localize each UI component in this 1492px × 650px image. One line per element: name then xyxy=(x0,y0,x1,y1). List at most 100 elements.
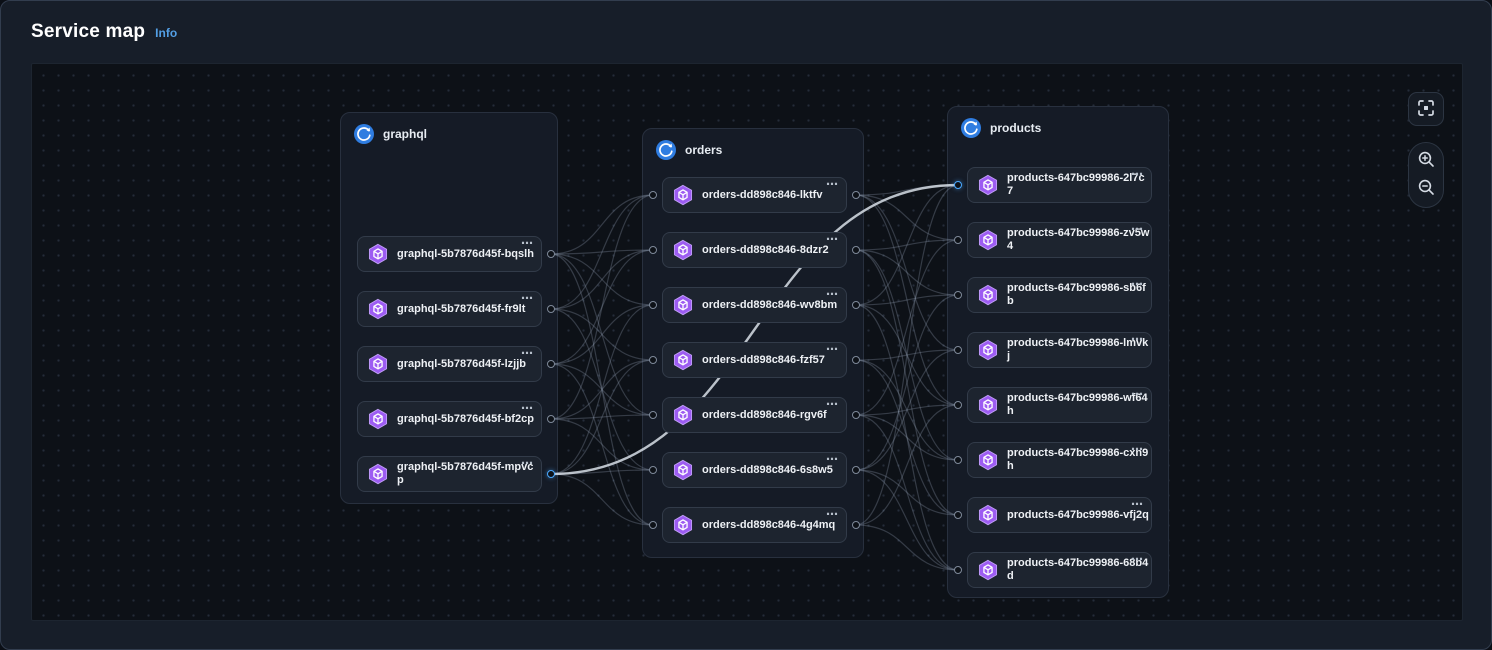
node-label: orders-dd898c846-fzf57 xyxy=(702,354,825,367)
pod-icon xyxy=(977,394,999,416)
pod-icon xyxy=(672,184,694,206)
node-port-right xyxy=(852,356,860,364)
service-node-o0[interactable]: orders-dd898c846-lktfv ⋯ xyxy=(649,177,860,213)
zoom-out-button[interactable] xyxy=(1410,175,1442,203)
node-label-line2: 4 xyxy=(1007,240,1014,252)
node-port-left xyxy=(649,191,657,199)
node-menu-icon[interactable]: ⋯ xyxy=(521,456,534,470)
node-label: graphql-5b7876d45f-lzjjb xyxy=(397,358,526,371)
node-label-line1: orders-dd898c846-8dzr2 xyxy=(702,243,829,256)
node-port-left xyxy=(649,301,657,309)
node-menu-icon[interactable]: ⋯ xyxy=(521,291,534,305)
service-node-o6[interactable]: orders-dd898c846-4g4mq⋯ xyxy=(649,507,860,543)
node-label-line1: products-647bc99986-cxn9 xyxy=(1007,447,1149,460)
service-node-o1[interactable]: orders-dd898c846-8dzr2⋯ xyxy=(649,232,860,268)
node-menu-icon[interactable]: ⋯ xyxy=(1131,277,1144,291)
node-port-left xyxy=(649,246,657,254)
node-menu-icon[interactable]: ⋯ xyxy=(521,401,534,415)
node-menu-icon[interactable]: ⋯ xyxy=(826,232,839,246)
zoom-in-button[interactable] xyxy=(1410,147,1442,175)
service-icon xyxy=(655,139,677,161)
node-menu-icon[interactable]: ⋯ xyxy=(1131,497,1144,511)
node-menu-icon[interactable]: ⋯ xyxy=(826,287,839,301)
fit-view-button[interactable] xyxy=(1408,92,1444,126)
node-label-line2: j xyxy=(1007,350,1011,362)
node-menu-icon[interactable]: ⋯ xyxy=(1131,222,1144,236)
node-label-line1: orders-dd898c846-4g4mq xyxy=(702,518,836,531)
service-node-o4[interactable]: orders-dd898c846-rgv6f⋯ xyxy=(649,397,860,433)
node-menu-icon[interactable]: ⋯ xyxy=(826,507,839,521)
node-label-line2: h xyxy=(1007,405,1014,417)
node-port-right xyxy=(547,415,555,423)
pod-icon xyxy=(367,353,389,375)
pod-icon xyxy=(367,298,389,320)
node-port-left xyxy=(954,181,962,189)
node-menu-icon[interactable]: ⋯ xyxy=(521,346,534,360)
node-menu-icon[interactable]: ⋯ xyxy=(1131,167,1144,181)
node-port-left xyxy=(954,401,962,409)
group-label: graphql xyxy=(383,127,427,141)
node-label-line1: graphql-5b7876d45f-fr9lt xyxy=(397,302,526,315)
service-node-o3[interactable]: orders-dd898c846-fzf57⋯ xyxy=(649,342,860,378)
node-menu-icon[interactable]: ⋯ xyxy=(1131,387,1144,401)
page-title: Service map xyxy=(31,21,146,42)
node-label: orders-dd898c846-4g4mq xyxy=(702,519,835,532)
node-menu-icon[interactable]: ⋯ xyxy=(826,452,839,466)
service-node-o5[interactable]: orders-dd898c846-6s8w5⋯ xyxy=(649,452,860,488)
node-port-right xyxy=(852,246,860,254)
fit-view-icon xyxy=(1416,98,1436,121)
node-port-right xyxy=(547,305,555,313)
info-link[interactable]: Info xyxy=(155,26,178,40)
node-label-line2: d xyxy=(1007,570,1014,582)
node-port-left xyxy=(954,291,962,299)
node-port-right xyxy=(852,191,860,199)
node-menu-icon[interactable]: ⋯ xyxy=(521,236,534,250)
service-node-g2[interactable]: graphql-5b7876d45f-lzjjb⋯ xyxy=(357,346,555,382)
node-label-line1: orders-dd898c846-fzf57 xyxy=(702,353,825,366)
service-node-g1[interactable]: graphql-5b7876d45f-fr9lt⋯ xyxy=(357,291,555,327)
service-node-p6[interactable]: products-647bc99986-vfj2q⋯ xyxy=(954,497,1152,533)
pod-icon xyxy=(367,243,389,265)
node-label-line1: graphql-5b7876d45f-bf2cp xyxy=(397,412,534,425)
pod-icon xyxy=(977,284,999,306)
zoom-in-icon xyxy=(1417,150,1436,172)
service-node-g3[interactable]: graphql-5b7876d45f-bf2cp⋯ xyxy=(357,401,555,437)
node-port-left xyxy=(954,566,962,574)
node-port-right xyxy=(852,301,860,309)
node-label: graphql-5b7876d45f-bqslh xyxy=(397,248,534,261)
node-label: graphql-5b7876d45f-fr9lt xyxy=(397,303,525,316)
node-label: orders-dd898c846-wv8bm xyxy=(702,299,837,312)
pod-icon xyxy=(672,459,694,481)
node-menu-icon[interactable]: ⋯ xyxy=(826,177,839,191)
node-menu-icon[interactable]: ⋯ xyxy=(1131,552,1144,566)
zoom-out-icon xyxy=(1417,178,1436,200)
node-label-line1: orders-dd898c846-lktfv xyxy=(702,188,823,201)
node-menu-icon[interactable]: ⋯ xyxy=(826,397,839,411)
node-port-left xyxy=(954,511,962,519)
group-header: graphql xyxy=(353,123,427,145)
group-label: products xyxy=(990,121,1042,135)
node-menu-icon[interactable]: ⋯ xyxy=(1131,442,1144,456)
pod-icon xyxy=(977,339,999,361)
service-node-g0[interactable]: graphql-5b7876d45f-bqslh⋯ xyxy=(357,236,555,272)
node-label: orders-dd898c846-lktfv xyxy=(702,189,822,202)
node-menu-icon[interactable]: ⋯ xyxy=(826,342,839,356)
service-node-o2[interactable]: orders-dd898c846-wv8bm⋯ xyxy=(649,287,860,323)
node-label-line2: b xyxy=(1007,295,1014,307)
pod-icon xyxy=(977,504,999,526)
node-menu-icon[interactable]: ⋯ xyxy=(1131,332,1144,346)
